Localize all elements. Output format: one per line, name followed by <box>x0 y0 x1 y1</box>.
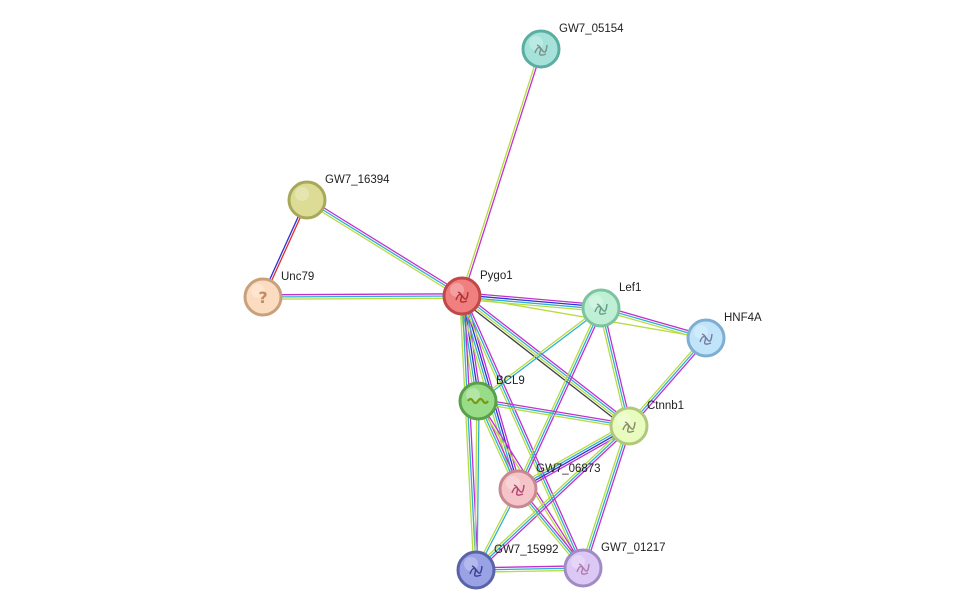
edge-strand <box>519 308 604 491</box>
edge-strand <box>478 308 603 403</box>
node-Lef1[interactable]: Lef1 <box>581 282 641 328</box>
protein-structure-icon <box>576 563 590 575</box>
edge-strand <box>262 295 463 298</box>
node-circle[interactable] <box>243 277 283 317</box>
edge-strand <box>306 199 463 297</box>
edge-BCL9-GW7_15992 <box>474 400 480 571</box>
edge-GW7_05154-Pygo1 <box>460 48 543 297</box>
edge-Unc79-Pygo1 <box>262 293 463 300</box>
protein-structure-icon <box>699 333 713 345</box>
edge-strand <box>462 294 602 308</box>
edge-strand <box>462 294 631 426</box>
edge-strand <box>477 427 631 573</box>
edge-strand <box>461 298 601 312</box>
edge-strand <box>459 296 582 570</box>
edge-strand <box>602 307 632 426</box>
node-label: GW7_01217 <box>601 542 666 554</box>
node-label: Ctnnb1 <box>647 400 684 412</box>
edge-strand <box>262 293 462 296</box>
edge-Pygo1-Ctnnb1 <box>459 292 632 430</box>
edge-strand <box>476 401 480 571</box>
node-GW7_16394[interactable]: GW7_16394 <box>287 174 390 220</box>
edge-Lef1-Ctnnb1 <box>598 307 632 427</box>
edge-strand <box>460 48 541 296</box>
edge-strand <box>580 425 628 568</box>
edge-strand <box>582 425 630 569</box>
helix-structure-icon <box>467 397 489 405</box>
edge-strand <box>477 402 629 429</box>
edge-strand <box>626 336 705 425</box>
protein-structure-icon <box>534 44 548 56</box>
edge-strand <box>475 425 630 571</box>
edge-GW7_16394-Pygo1 <box>305 197 464 299</box>
node-label: GW7_06873 <box>536 463 601 475</box>
node-HNF4A[interactable]: HNF4A <box>686 312 762 358</box>
edge-strand <box>461 296 601 310</box>
node-Unc79[interactable]: ? Unc79 <box>243 271 314 317</box>
node-Pygo1[interactable]: Pygo1 <box>442 270 513 316</box>
edge-strand <box>478 398 630 425</box>
edge-strand <box>460 296 629 428</box>
edge-strand <box>516 422 628 487</box>
node-GW7_06873[interactable]: GW7_06873 <box>498 463 601 509</box>
edge-strand <box>462 292 602 306</box>
edge-Pygo1-Lef1 <box>461 292 602 312</box>
edge-strand <box>584 426 632 569</box>
node-label: Lef1 <box>619 282 641 294</box>
node-label: HNF4A <box>724 312 762 324</box>
edge-strand <box>476 306 601 401</box>
protein-structure-icon <box>622 421 636 433</box>
edge-Pygo1-GW7_01217 <box>459 294 586 570</box>
edge-strand <box>517 307 602 490</box>
edge-Ctnnb1-GW7_01217 <box>580 425 632 569</box>
edge-strand <box>474 400 478 570</box>
protein-structure-icon <box>455 291 469 303</box>
node-circle[interactable] <box>287 180 327 220</box>
protein-structure-icon <box>511 484 525 496</box>
protein-structure-icon <box>594 303 608 315</box>
edge-strand <box>630 339 709 428</box>
edge-strand <box>518 426 630 491</box>
edge-strand <box>477 400 630 427</box>
edge-strand <box>517 424 629 489</box>
edge-Ctnnb1-GW7_15992 <box>474 423 631 573</box>
edge-strand <box>463 292 632 424</box>
edge-strand <box>305 201 462 299</box>
edge-strand <box>598 308 628 427</box>
edge-strand <box>461 295 477 571</box>
edge-strand <box>463 294 586 568</box>
edge-Lef1-BCL9 <box>476 306 603 403</box>
edge-strand <box>459 296 475 571</box>
edge-strand <box>263 297 463 300</box>
node-label: GW7_15992 <box>494 544 559 556</box>
node-BCL9[interactable]: BCL9 <box>458 375 525 421</box>
node-label: GW7_16394 <box>325 174 390 186</box>
edge-strand <box>600 307 630 427</box>
node-label: BCL9 <box>496 375 525 387</box>
edge-strand <box>515 306 600 489</box>
edge-strand <box>462 49 543 297</box>
node-label: GW7_05154 <box>559 23 624 35</box>
edge-BCL9-Ctnnb1 <box>477 398 630 429</box>
node-Ctnnb1[interactable]: Ctnnb1 <box>609 400 684 446</box>
edge-strand <box>461 295 584 569</box>
node-GW7_15992[interactable]: GW7_15992 <box>456 544 559 590</box>
node-GW7_01217[interactable]: GW7_01217 <box>563 542 666 588</box>
unknown-structure-icon: ? <box>258 288 267 307</box>
node-highlight <box>295 187 309 201</box>
node-label: Pygo1 <box>480 270 513 282</box>
edge-strand <box>459 298 628 430</box>
node-GW7_05154[interactable]: GW7_05154 <box>521 23 624 69</box>
edge-Lef1-GW7_06873 <box>515 306 604 491</box>
edge-strand <box>307 197 464 295</box>
node-label: Unc79 <box>281 271 314 283</box>
edge-strand <box>474 423 628 569</box>
protein-structure-icon <box>469 565 483 577</box>
edge-layer <box>261 48 709 573</box>
node-highlight <box>251 284 265 298</box>
